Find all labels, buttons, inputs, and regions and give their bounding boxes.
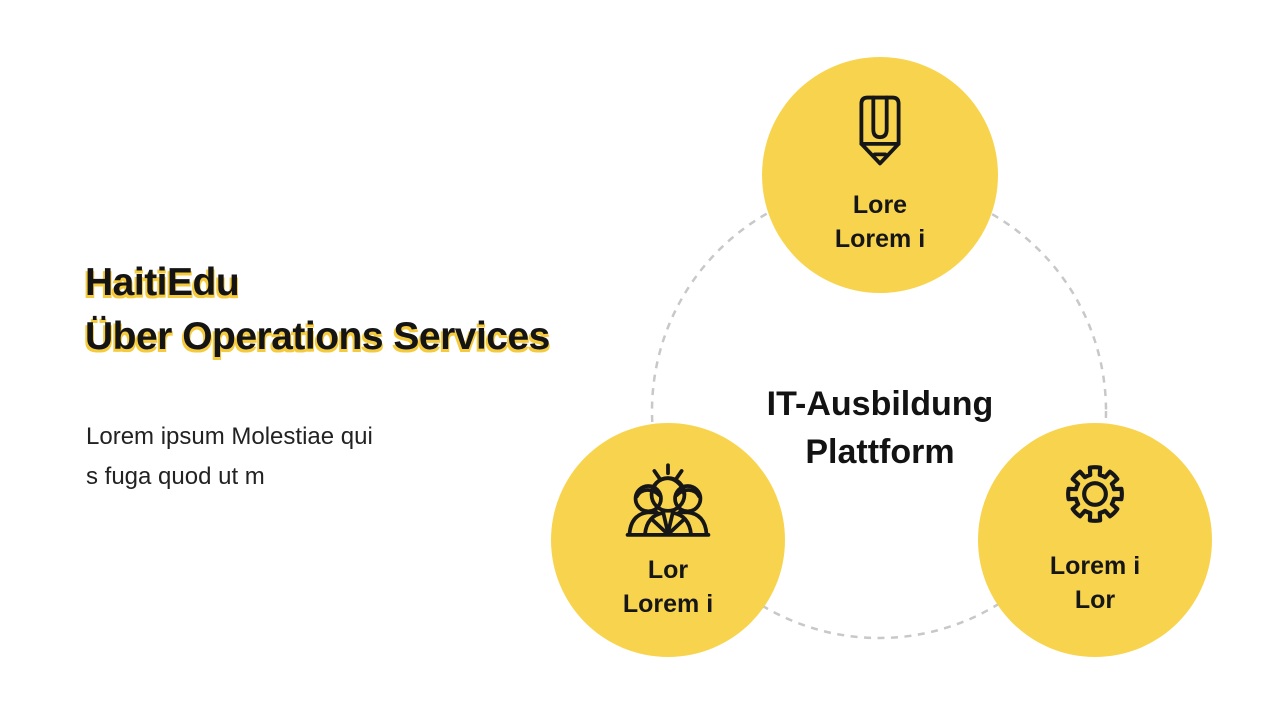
node-label-line-2: Lorem i xyxy=(834,224,926,253)
center-label-line-2: Plattform xyxy=(805,433,955,471)
page-title: HaitiEdu Über Operations Services xyxy=(85,256,550,364)
description-line-2: s fuga quod ut m xyxy=(86,463,265,490)
diagram-node-pencil: Lore Lorem i xyxy=(762,57,998,293)
diagram-node-gear: Lorem i Lor xyxy=(978,423,1212,657)
title-line-1: HaitiEdu xyxy=(85,261,240,304)
node-label-line-2: Lor xyxy=(1074,586,1116,614)
team-icon xyxy=(621,460,715,543)
diagram-center-label: IT-Ausbildung Plattform xyxy=(660,380,1100,476)
node-label-line-2: Lorem i xyxy=(622,589,714,618)
node-label-line-1: Lor xyxy=(647,555,689,584)
node-label-line-1: Lore xyxy=(852,190,908,219)
pencil-icon xyxy=(859,95,901,166)
description-line-1: Lorem ipsum Molestiae qui xyxy=(86,423,373,450)
center-label-line-1: IT-Ausbildung xyxy=(766,385,994,423)
title-line-2: Über Operations Services xyxy=(85,315,550,358)
node-label-line-1: Lorem i xyxy=(1049,552,1141,580)
diagram-node-team: Lor Lorem i xyxy=(551,423,785,657)
description: Lorem ipsum Molestiae qui s fuga quod ut… xyxy=(86,417,373,497)
gear-icon xyxy=(1064,463,1126,525)
